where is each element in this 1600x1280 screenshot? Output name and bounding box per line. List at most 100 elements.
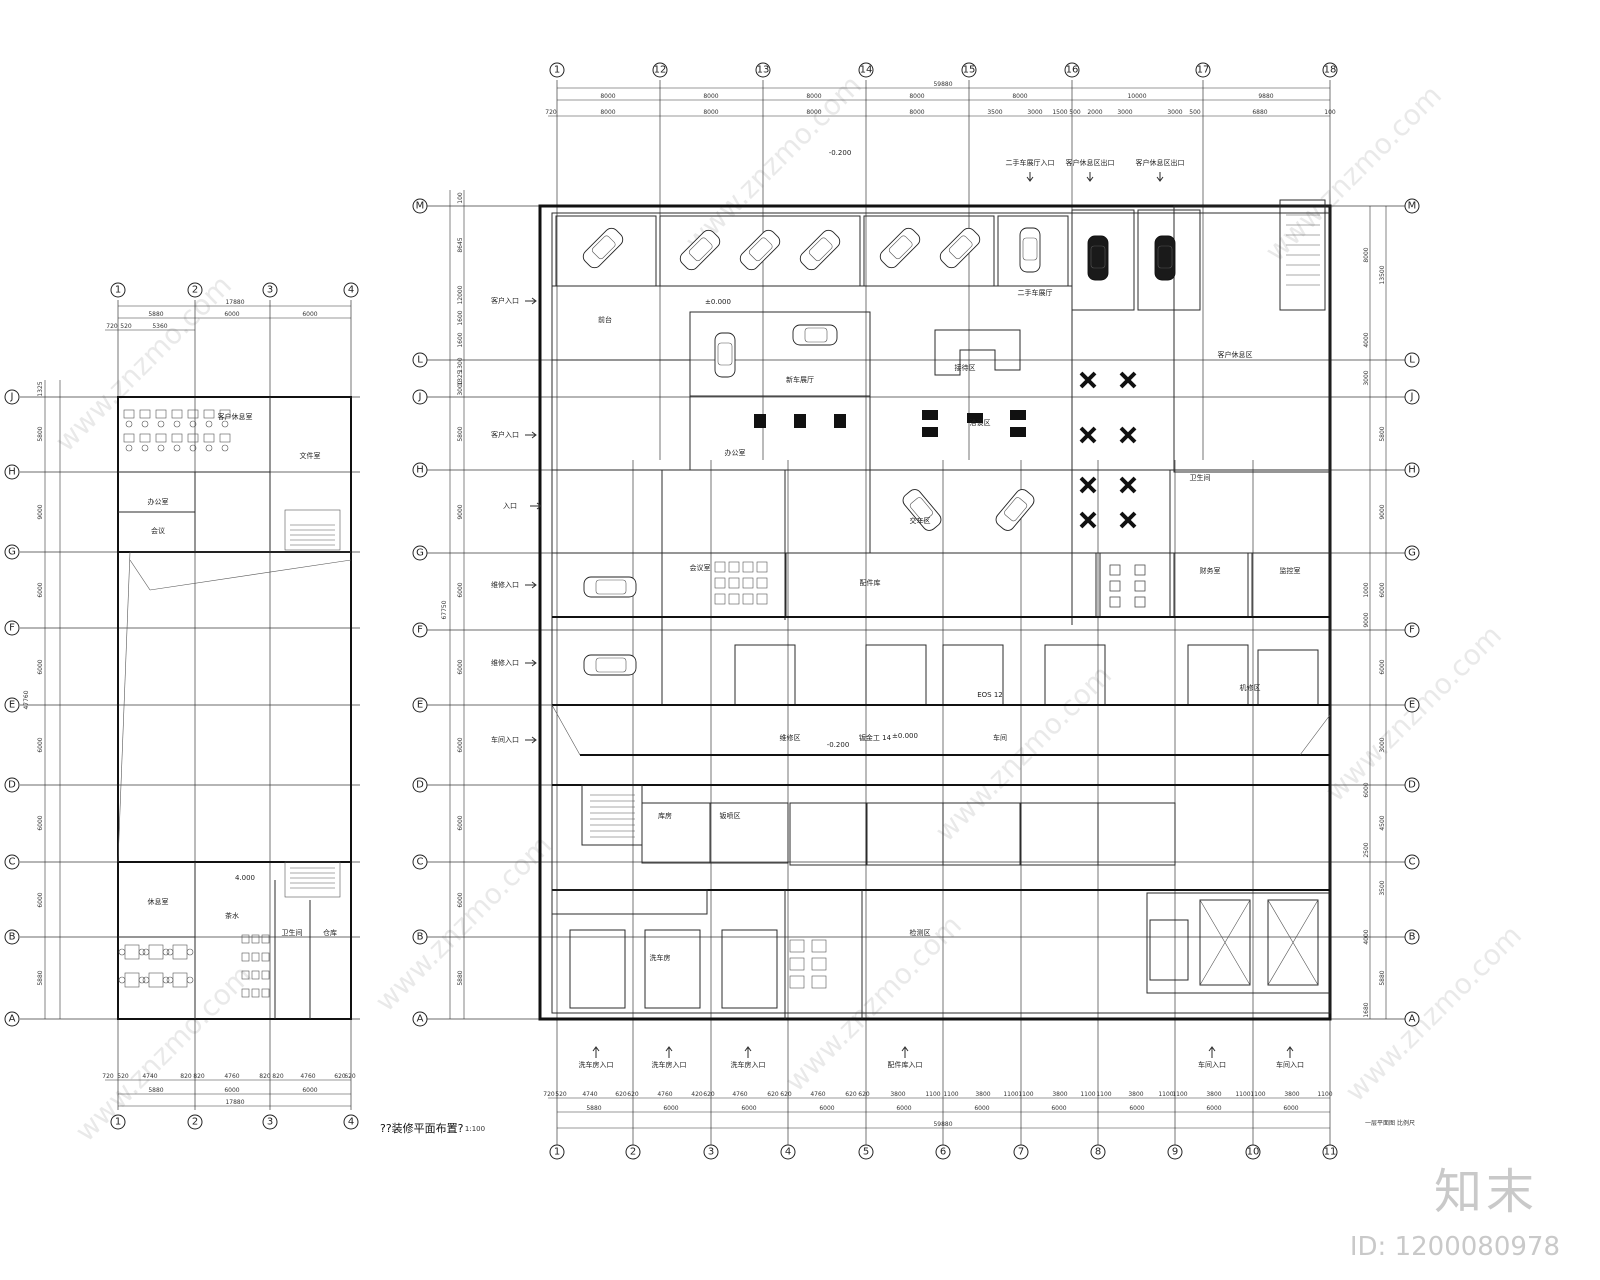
right-dim-bottom: 1100 bbox=[1317, 1091, 1332, 1098]
wash-bay-1 bbox=[569, 929, 626, 1009]
car-icon bbox=[1154, 235, 1176, 281]
right-dim-top2: 3000 bbox=[1167, 109, 1182, 116]
right-room-label: 前台 bbox=[598, 315, 612, 324]
car-cabin bbox=[909, 497, 933, 522]
table bbox=[172, 944, 188, 960]
right-dim-bottom2: 6000 bbox=[1283, 1105, 1298, 1112]
right-dim-left: 12000 bbox=[457, 285, 464, 304]
right-row-label-left: D bbox=[416, 780, 424, 791]
right-dim-bottom-total: 59880 bbox=[933, 1121, 952, 1128]
right-row-bubble-left bbox=[412, 545, 428, 561]
right-col-label-top: 13 bbox=[757, 65, 770, 76]
car-icon bbox=[792, 324, 838, 346]
left-room-label-6: 卫生间 bbox=[282, 928, 303, 937]
car-icon bbox=[582, 227, 624, 269]
negotiation-table bbox=[922, 410, 938, 420]
right-dim-right: 3500 bbox=[1379, 880, 1386, 895]
office-desk bbox=[1134, 580, 1146, 592]
car-cabin bbox=[717, 342, 733, 366]
left-lower-block bbox=[117, 861, 352, 1020]
right-dim-bottom: 4760 bbox=[810, 1091, 825, 1098]
office-desk bbox=[789, 939, 805, 953]
chair bbox=[166, 948, 174, 956]
left-dim-left: 6000 bbox=[37, 737, 44, 752]
car-icon bbox=[995, 489, 1035, 531]
left-dim-left: 5880 bbox=[37, 970, 44, 985]
car-icon bbox=[1087, 235, 1109, 281]
right-col-label-top: 17 bbox=[1197, 65, 1210, 76]
right-dim-bottom: 620 bbox=[858, 1091, 870, 1098]
chair bbox=[118, 976, 126, 984]
chair bbox=[138, 976, 146, 984]
right-row-label-left: G bbox=[416, 548, 424, 559]
left-dim-top: 5880 bbox=[148, 311, 163, 318]
left-stair-upper bbox=[284, 509, 341, 551]
left-dim-top: 6000 bbox=[302, 311, 317, 318]
right-row-label-right: C bbox=[1409, 857, 1416, 868]
left-dim-left: 9000 bbox=[37, 504, 44, 519]
desk bbox=[251, 970, 260, 980]
car-icon bbox=[939, 227, 981, 269]
left-void-diag-2 bbox=[149, 559, 352, 591]
right-room-labels: 二手车展厅新车展厅交车区洽谈区接待区客户休息区配件库维修区车间洗车房机修区钣喷区… bbox=[491, 149, 1304, 1069]
chair bbox=[141, 444, 149, 452]
right-plan-note: 一层平面图 比例尺 bbox=[1365, 1119, 1415, 1127]
right-dim-bottom: 3800 bbox=[1128, 1091, 1143, 1098]
service-lifts bbox=[1146, 892, 1331, 994]
chair bbox=[186, 948, 194, 956]
left-dim-bottom: 620 bbox=[334, 1073, 346, 1080]
repair-bay bbox=[865, 644, 927, 706]
chair bbox=[142, 976, 150, 984]
right-col-bubble-top bbox=[755, 62, 771, 78]
right-row-label-left: H bbox=[416, 465, 424, 476]
entry-arrow bbox=[1208, 1046, 1216, 1058]
right-dim-left: 3000 bbox=[457, 380, 464, 395]
desk bbox=[123, 409, 135, 419]
right-dim-bottom: 1100 bbox=[1158, 1091, 1173, 1098]
repair-bay-lower bbox=[1020, 802, 1099, 866]
right-dim-right: 6000 bbox=[1379, 659, 1386, 674]
car-icon bbox=[583, 654, 637, 676]
office-desk bbox=[714, 577, 726, 589]
right-dim-top2: 500 bbox=[1189, 109, 1201, 116]
right-dim-bottom2: 6000 bbox=[1129, 1105, 1144, 1112]
crosshatch-zone-2 bbox=[709, 802, 789, 864]
level-marker: -0.200 bbox=[827, 741, 850, 749]
image-id-label: ID: 1200080978 bbox=[1349, 1232, 1560, 1262]
left-room-label-3: 会议 bbox=[151, 526, 165, 535]
office-desk bbox=[811, 957, 827, 971]
room-mid bbox=[641, 802, 711, 864]
entry-arrow bbox=[525, 297, 537, 305]
right-dim-left: 6000 bbox=[457, 582, 464, 597]
right-room-label: 钣金工 14 bbox=[859, 733, 892, 742]
car-body bbox=[679, 229, 721, 271]
left-row-bubble bbox=[4, 464, 20, 480]
desk bbox=[261, 970, 270, 980]
right-dim-top-total: 59880 bbox=[933, 81, 952, 88]
chair bbox=[162, 948, 170, 956]
left-row-label: H bbox=[8, 467, 16, 478]
level-marker: -0.200 bbox=[829, 149, 852, 157]
left-dim-left: 6000 bbox=[37, 659, 44, 674]
right-row-bubble-left bbox=[412, 1011, 428, 1027]
left-col-label-bottom: 4 bbox=[348, 1117, 354, 1128]
lift-1 bbox=[1199, 899, 1251, 986]
right-col-bubble-top bbox=[1195, 62, 1211, 78]
lounge-seat-icon bbox=[1079, 426, 1097, 444]
lounge-seat-icon bbox=[1119, 426, 1137, 444]
right-furniture bbox=[590, 214, 1320, 989]
left-row-bubble bbox=[4, 1011, 20, 1027]
chair bbox=[141, 420, 149, 428]
right-dim-top2: 1500 bbox=[1052, 109, 1067, 116]
right-row-bubble-left bbox=[412, 854, 428, 870]
right-row-label-left: F bbox=[417, 625, 423, 636]
desk bbox=[261, 988, 270, 998]
right-dim-top: 10000 bbox=[1127, 93, 1146, 100]
left-row-label: C bbox=[9, 857, 16, 868]
left-row-label: F bbox=[9, 623, 15, 634]
reception-desk bbox=[934, 329, 1021, 376]
left-room-label-4: 休息室 bbox=[148, 897, 169, 906]
office-desk bbox=[756, 561, 768, 573]
right-outer-wall bbox=[538, 204, 1332, 1021]
repair-bay-lower bbox=[1097, 802, 1176, 866]
